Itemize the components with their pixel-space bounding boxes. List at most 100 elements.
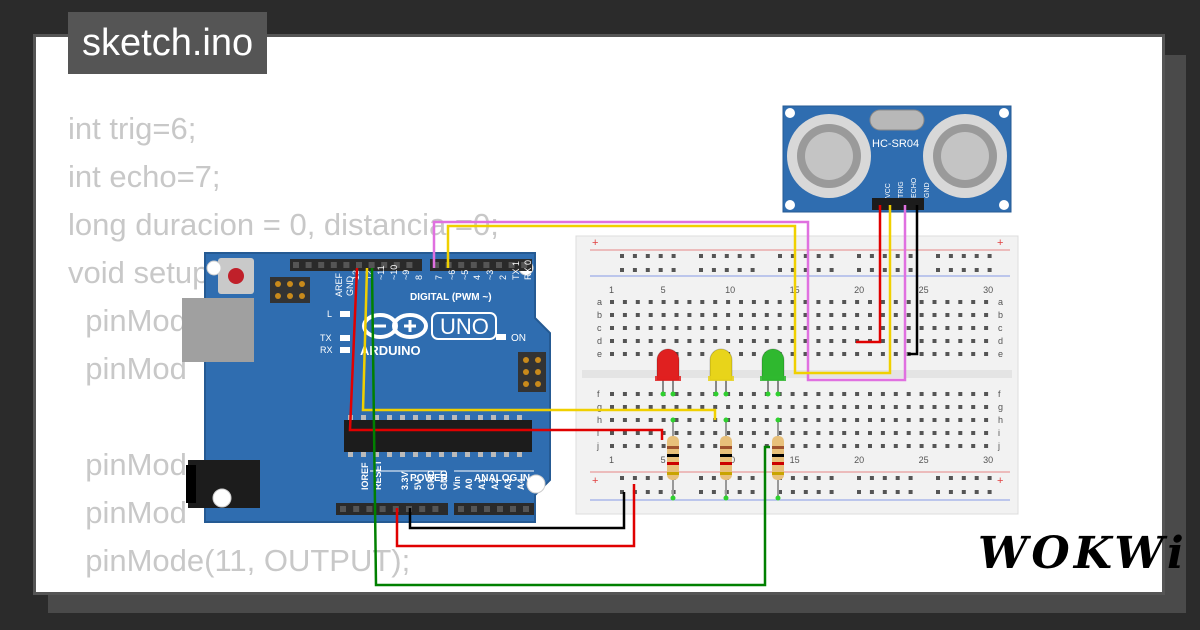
plus-label-bottom-right: + (997, 475, 1003, 487)
digital-pin-label: ~10 (389, 265, 399, 280)
wire-black-gnd (408, 492, 626, 530)
atmega-chip (344, 420, 532, 452)
row-letter: g (597, 402, 602, 412)
sensor-pin-label: TRIG (898, 181, 905, 198)
resistor[interactable] (772, 417, 784, 501)
row-letter: c (597, 323, 602, 333)
digital-pin-label: 12 (364, 270, 374, 280)
column-number: 5 (661, 285, 666, 295)
sensor-pin-label: GND (924, 182, 931, 198)
icsp-header-right (518, 352, 546, 392)
row-letter: d (597, 336, 602, 346)
led-yellow[interactable] (708, 348, 734, 397)
plus-label-bottom: + (592, 475, 598, 487)
l-led-label: L (327, 309, 332, 319)
row-letter-right: e (998, 349, 1003, 359)
column-number-bottom: 15 (790, 455, 800, 465)
column-number: 10 (725, 285, 735, 295)
on-label: ON (511, 333, 526, 344)
power-pin-label: A1 (477, 478, 487, 490)
column-number-bottom: 5 (661, 455, 666, 465)
aref-label: AREF (334, 272, 344, 297)
code-line: pinMod (68, 447, 187, 482)
plus-label: + (592, 237, 598, 249)
digital-pin-label: ~3 (485, 270, 495, 280)
digital-pin-label: ~11 (376, 265, 386, 280)
digital-pin-label: 7 (434, 275, 444, 280)
column-number-bottom: 20 (854, 455, 864, 465)
code-line: void setup (68, 255, 210, 290)
power-pin-label: A4 (516, 478, 526, 490)
sensor-name: HC-SR04 (872, 138, 919, 150)
code-line: pinMode(11, OUTPUT); (68, 543, 411, 578)
column-number-bottom: 1 (609, 455, 614, 465)
power-pin-label: GND (439, 470, 449, 491)
row-letter-right: g (998, 402, 1003, 412)
digital-pin-label: 8 (414, 275, 424, 280)
row-letter-right: i (998, 428, 1000, 438)
code-line: pinMod (68, 495, 187, 530)
code-line: long duracion = 0, distancia =0; (68, 207, 499, 242)
led-red[interactable] (655, 348, 681, 397)
rx-led (340, 347, 350, 353)
power-label: POWER (410, 473, 449, 484)
power-header (336, 503, 448, 515)
row-letter: b (597, 310, 602, 320)
row-letter: i (597, 428, 599, 438)
row-letter-right: b (998, 310, 1003, 320)
wire-black-sensor (908, 205, 919, 356)
wire-green-led (370, 267, 770, 587)
rx-label: RX (320, 345, 333, 355)
column-number: 30 (983, 285, 993, 295)
wire-red-sensor (856, 205, 882, 344)
power-pin-label: A2 (490, 478, 500, 490)
power-pin-label: A5 (529, 478, 539, 490)
digital-header-right (430, 259, 532, 271)
power-pin-label: Vin (452, 476, 462, 490)
plus-label-right: + (997, 237, 1003, 249)
row-letter: j (596, 441, 599, 451)
power-pin-label: RESET (373, 459, 383, 490)
digital-label: DIGITAL (PWM ~) (410, 292, 492, 303)
column-number: 1 (609, 285, 614, 295)
resistor[interactable] (720, 417, 732, 501)
digital-pin-label: RX 0 (523, 260, 533, 280)
power-pin-label: A3 (503, 478, 513, 490)
tx-led (340, 335, 350, 341)
digital-pin-label: ~6 (447, 270, 457, 280)
digital-pin-label: 4 (472, 275, 482, 280)
wokwi-logo: WOKWi (978, 528, 1188, 579)
on-led (496, 334, 506, 340)
digital-pin-label: TX 1 (511, 261, 521, 280)
row-letter: a (597, 297, 602, 307)
file-tab[interactable]: sketch.ino (68, 12, 268, 74)
sensor-pin-label: ECHO (911, 177, 918, 198)
column-number: 20 (854, 285, 864, 295)
tx-label: TX (320, 333, 332, 343)
code-line: int trig=6; (68, 111, 197, 146)
power-pin-label: IOREF (360, 462, 370, 490)
digital-pin-label: ~9 (401, 270, 411, 280)
sensor-pin-label: VCC (885, 183, 892, 198)
breadboard[interactable]: 115510101515202025253030aabbccddeeffgghh… (575, 235, 1019, 515)
row-letter: h (597, 415, 602, 425)
hc-sr04-sensor[interactable]: HC-SR04 VCC TRIG ECHO GND (782, 105, 1012, 213)
column-number: 25 (919, 285, 929, 295)
wire-yellow-led (361, 267, 717, 420)
l-led (340, 311, 350, 317)
power-pin-label: GND (426, 470, 436, 491)
digital-pin-label: ~5 (460, 270, 470, 280)
wire-pink (432, 205, 907, 382)
digital-pin-label: 2 (498, 275, 508, 280)
code-line: pinMod (68, 351, 187, 386)
led-green[interactable] (760, 348, 786, 397)
uno-label: UNO (440, 314, 489, 339)
analog-header (454, 503, 534, 515)
usb-port (182, 298, 254, 362)
row-letter-right: h (998, 415, 1003, 425)
arduino-label: ARDUINO (360, 343, 421, 358)
resistor[interactable] (667, 417, 679, 501)
gnd-label: GND (345, 276, 355, 297)
